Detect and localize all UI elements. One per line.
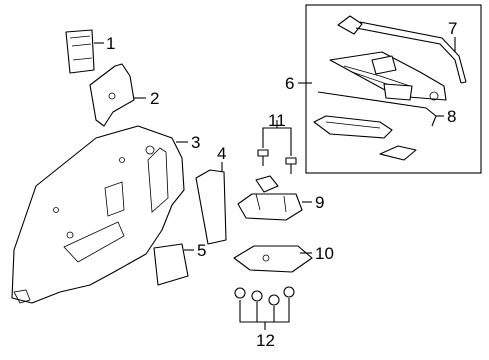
part-1-trim-clip (65, 29, 95, 74)
part-10-floor-plate (233, 245, 313, 273)
leader-11 (262, 120, 292, 156)
callout-6: 6 (285, 74, 294, 93)
part-12-clips (234, 286, 295, 306)
part-11-bolts (257, 149, 297, 174)
part-9-jack-bracket (237, 175, 303, 221)
part-3-quarter-trim-panel (11, 125, 185, 304)
callout-7: 7 (448, 19, 457, 38)
callout-9: 9 (315, 193, 324, 212)
callout-8: 8 (447, 107, 456, 126)
callout-4: 4 (217, 144, 226, 163)
jack-kit-frame (305, 4, 482, 174)
part-2-upper-trim (89, 63, 135, 127)
part-4-side-trim (195, 169, 227, 245)
callout-11: 11 (268, 111, 286, 130)
part-8-jack-rod-tray (313, 91, 437, 161)
callout-10: 10 (315, 244, 334, 263)
callout-12: 12 (256, 331, 275, 350)
callout-5: 5 (197, 241, 206, 260)
part-6-scissor-jack (329, 51, 447, 101)
leader-12 (239, 298, 290, 330)
callout-3: 3 (191, 133, 200, 152)
part-5-cover-plate (153, 243, 189, 286)
callout-1: 1 (106, 34, 115, 53)
callout-2: 2 (150, 89, 159, 108)
part-7-lug-wrench (337, 15, 467, 84)
